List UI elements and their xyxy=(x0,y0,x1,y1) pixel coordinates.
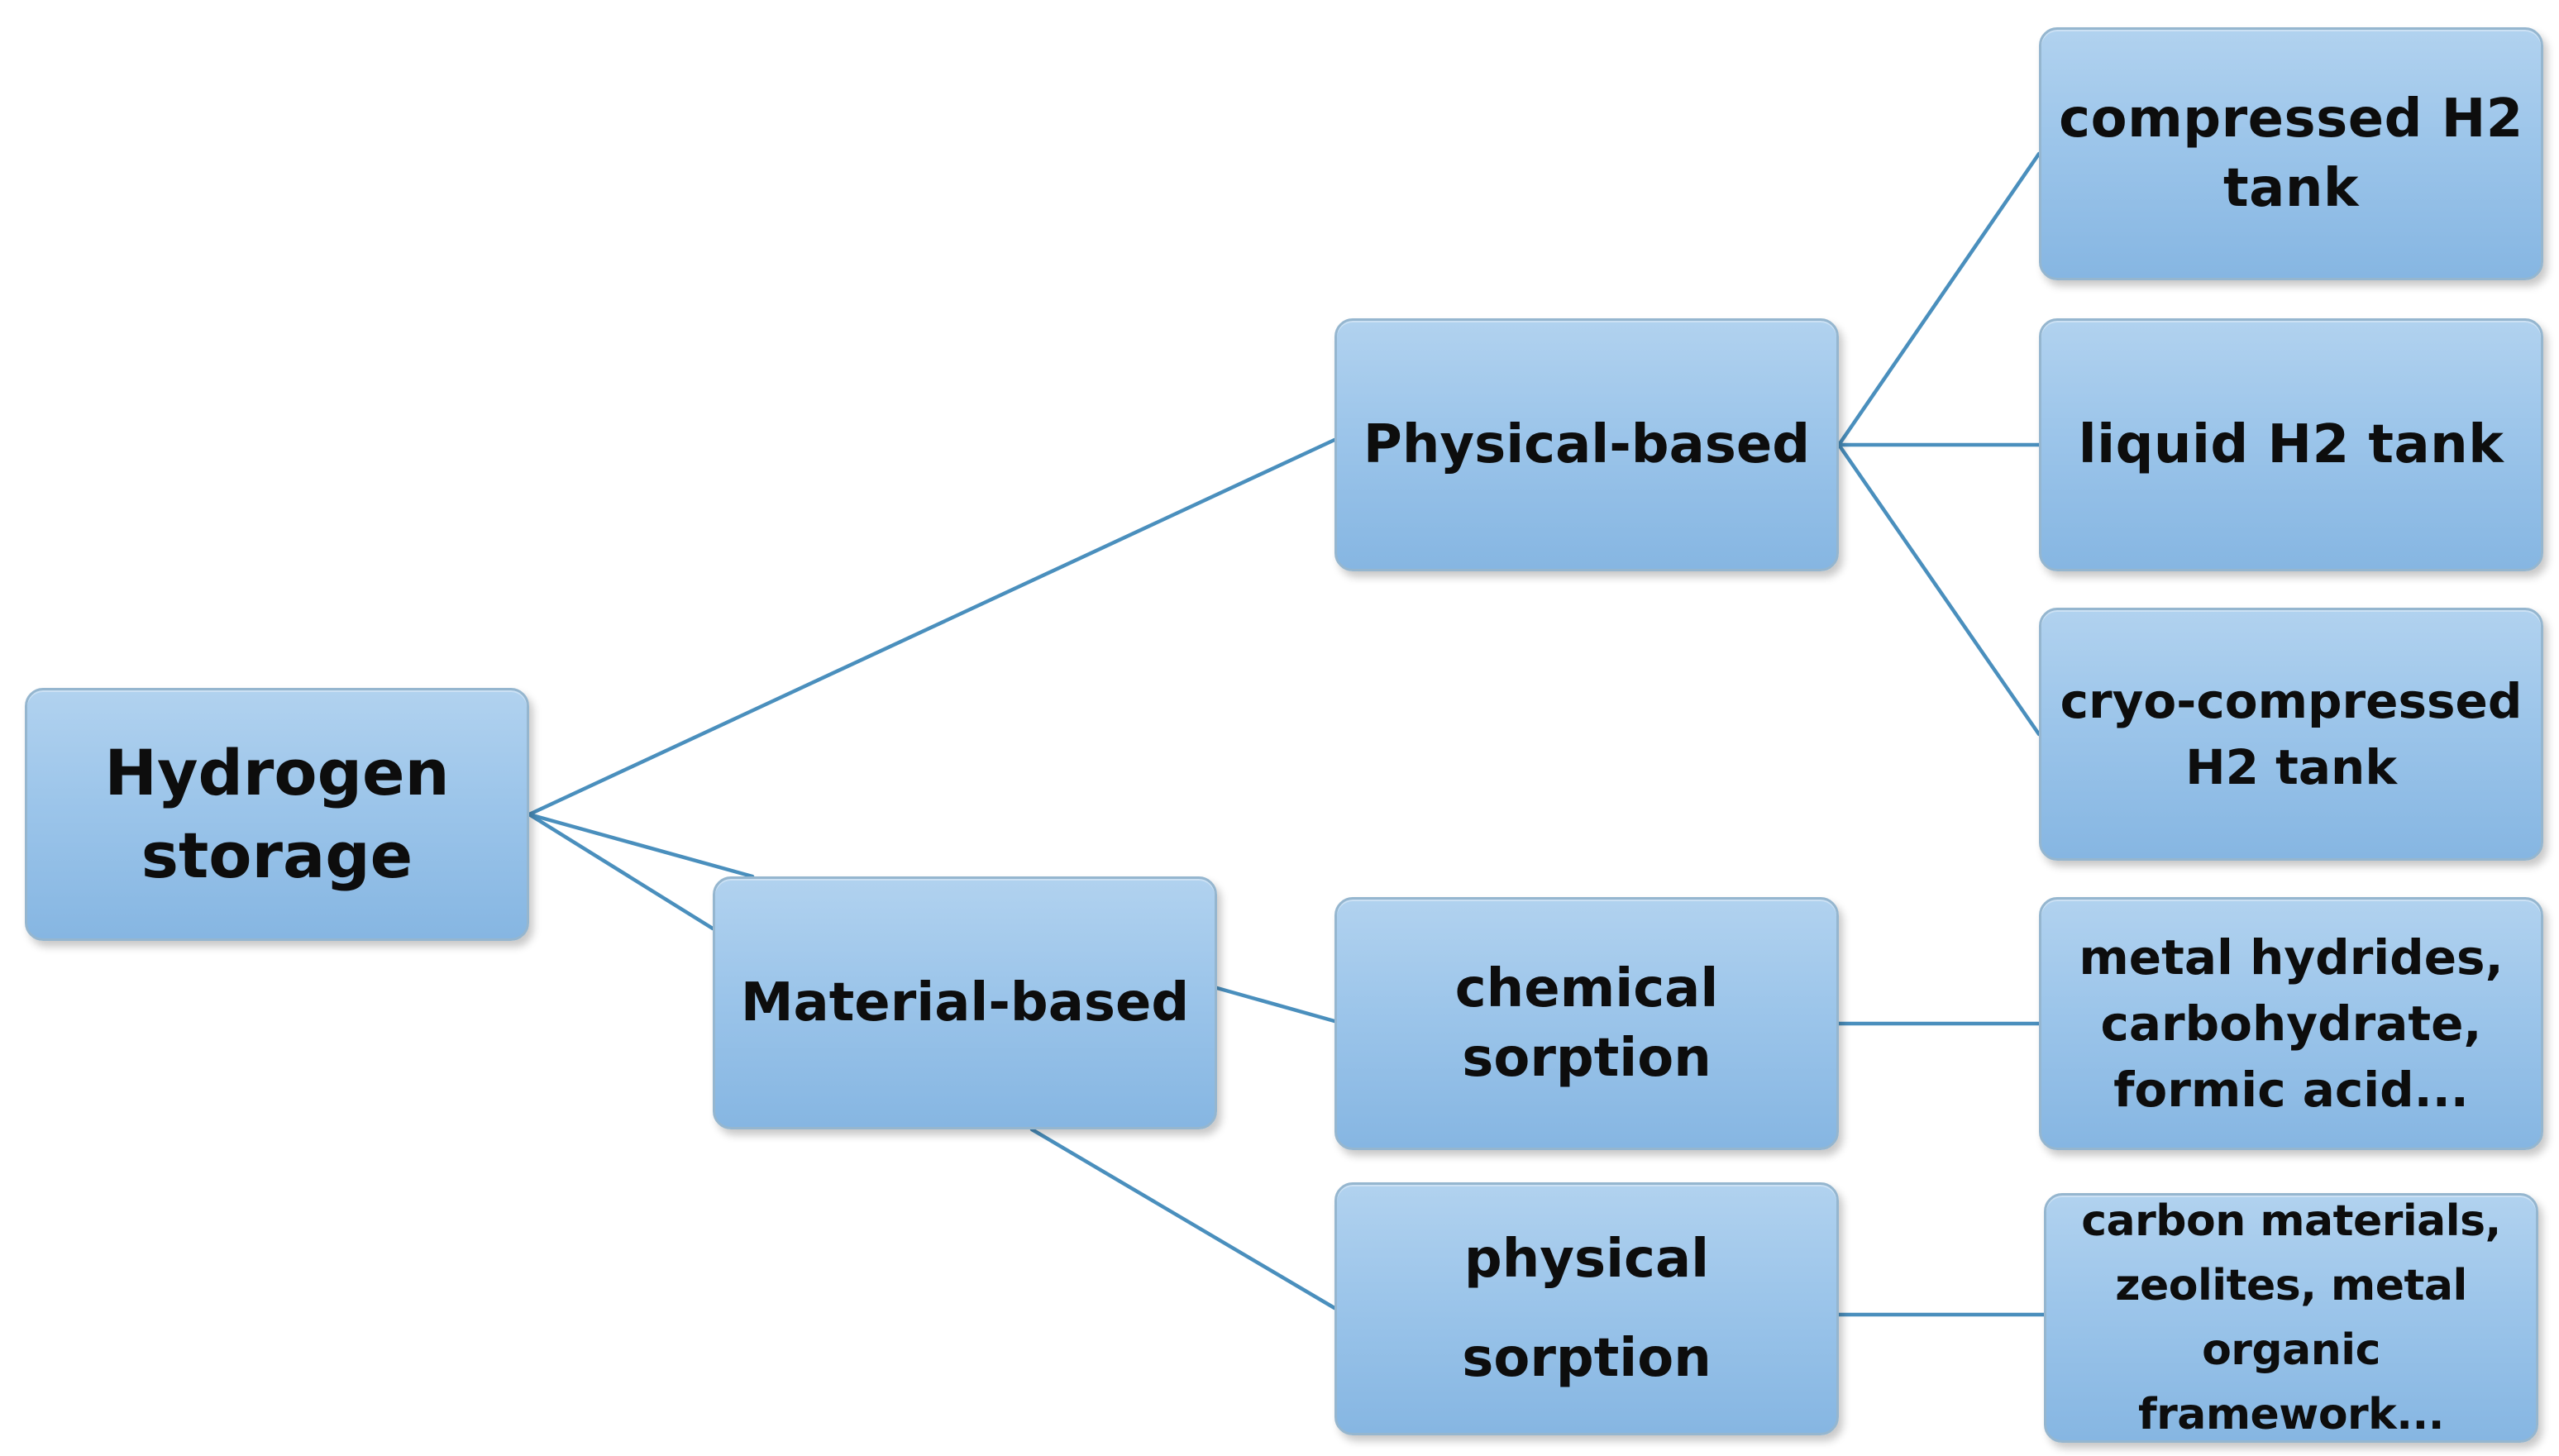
physical-sorption-label: physical sorption xyxy=(1462,1229,1712,1389)
hydrogen-storage-node: Hydrogen storage xyxy=(25,688,529,941)
connector-root-to-material-based-lower xyxy=(527,812,715,931)
connector-material-to-chemical-sorption xyxy=(1215,986,1337,1024)
chemical-sorption-examples-node: metal hydrides, carbohydrate, formic aci… xyxy=(2039,897,2543,1150)
liquid-h2-tank-label: liquid H2 tank xyxy=(2078,414,2504,475)
physical-based-node: Physical-based xyxy=(1334,318,1839,571)
physical-sorption-examples-label: carbon materials, zeolites, metal organi… xyxy=(2081,1196,2501,1439)
connector-root-to-physical-based xyxy=(527,437,1337,817)
connector-material-to-physical-sorption xyxy=(1029,1127,1337,1310)
hydrogen-storage-label: Hydrogen storage xyxy=(104,736,450,892)
chemical-sorption-examples-label: metal hydrides, carbohydrate, formic aci… xyxy=(2079,929,2504,1118)
compressed-h2-tank-node: compressed H2 tank xyxy=(2039,27,2543,280)
physical-sorption-examples-node: carbon materials, zeolites, metal organi… xyxy=(2044,1193,2538,1443)
connector-physical-to-cryo xyxy=(1836,442,2041,737)
physical-sorption-node: physical sorption xyxy=(1334,1182,1839,1435)
chemical-sorption-label: chemical sorption xyxy=(1454,958,1719,1089)
chemical-sorption-node: chemical sorption xyxy=(1334,897,1839,1150)
connector-root-to-material-based-upper xyxy=(527,812,755,879)
material-based-node: Material-based xyxy=(713,876,1217,1129)
connector-physical-to-compressed xyxy=(1836,151,2041,447)
compressed-h2-tank-label: compressed H2 tank xyxy=(2059,88,2523,219)
physical-based-label: Physical-based xyxy=(1363,414,1811,475)
cryo-compressed-h2-tank-node: cryo-compressed H2 tank xyxy=(2039,608,2543,861)
cryo-compressed-h2-tank-label: cryo-compressed H2 tank xyxy=(2060,673,2523,795)
material-based-label: Material-based xyxy=(740,972,1190,1034)
liquid-h2-tank-node: liquid H2 tank xyxy=(2039,318,2543,571)
